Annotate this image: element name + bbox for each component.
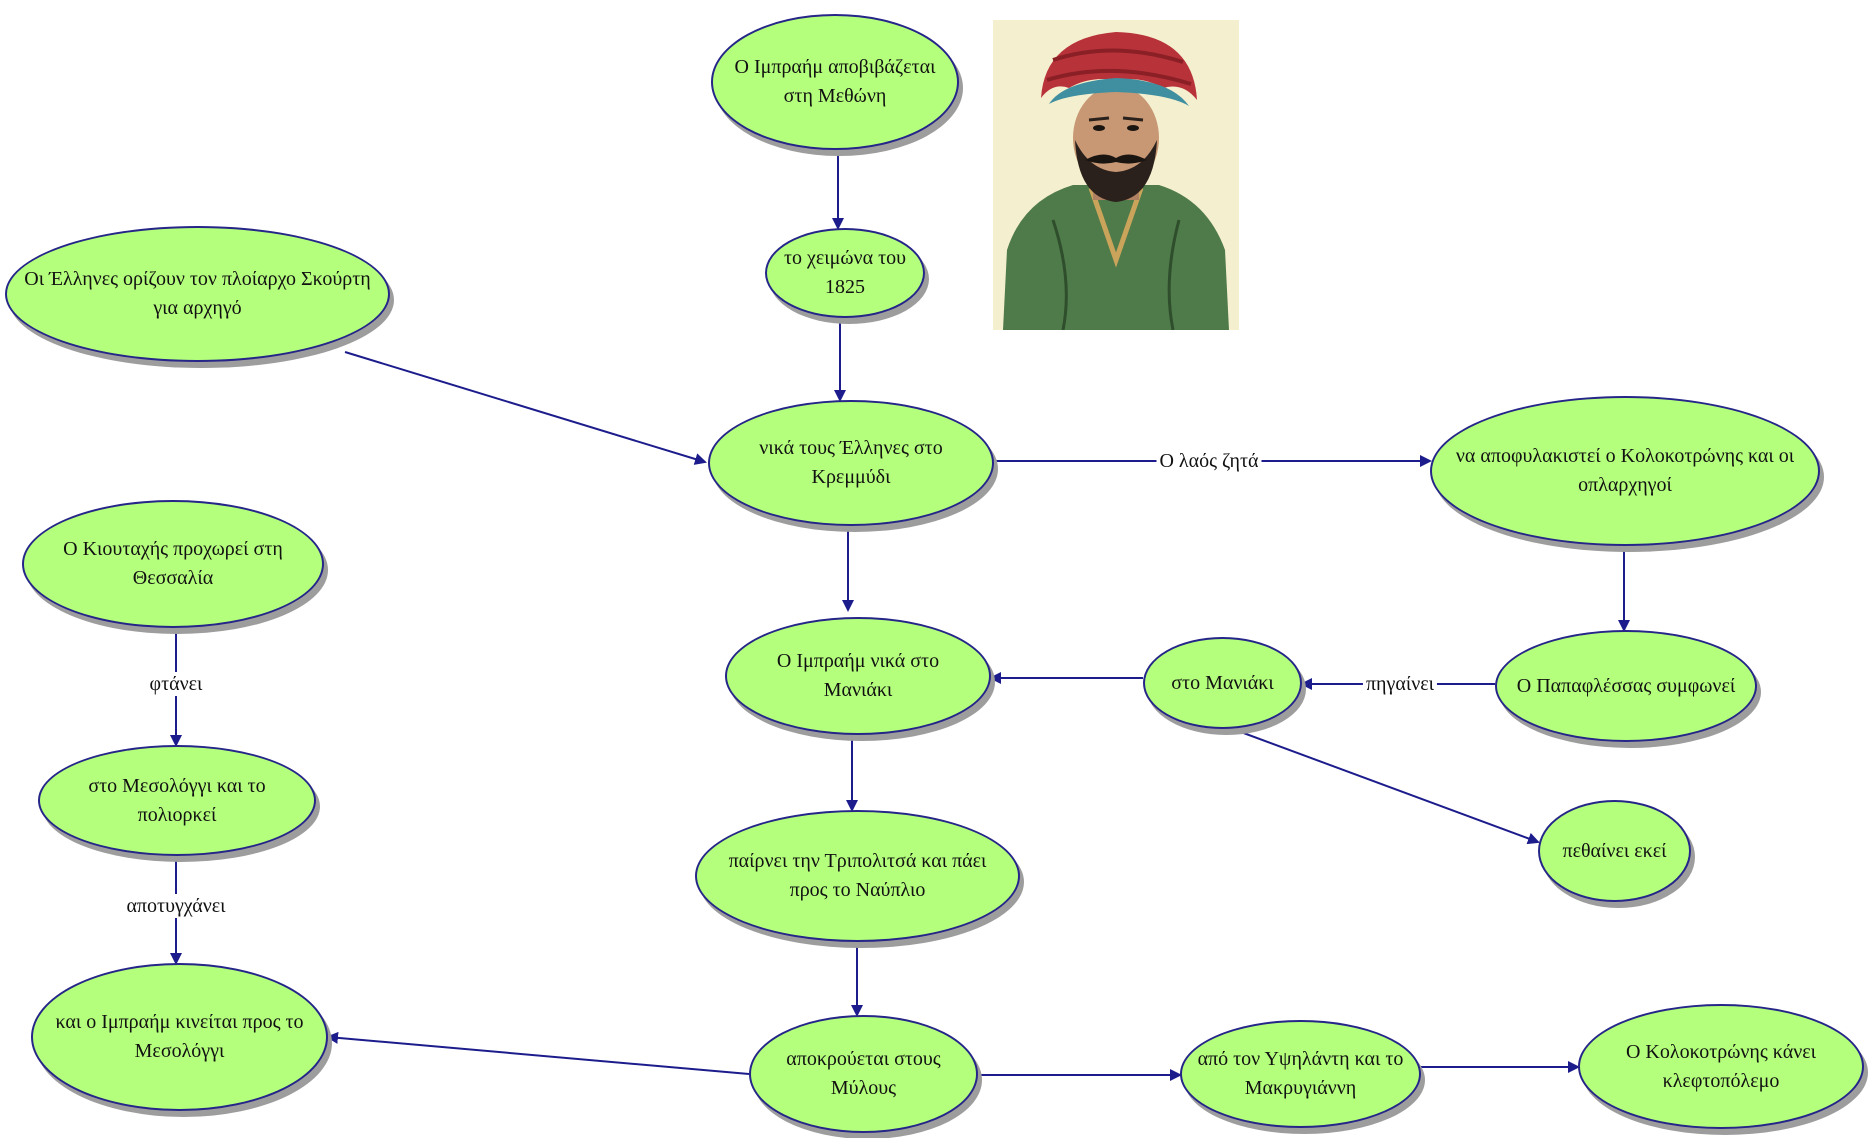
node-takes-tripolitsa[interactable]: παίρνει την Τριπολιτσά και πάει προς το … [695, 810, 1020, 942]
edge-label-arrives: φτάνει [146, 672, 206, 696]
node-repelled-at-mills[interactable]: αποκρούεται στους Μύλους [749, 1015, 978, 1133]
node-label: Ο Ιμπραήμ νικά στο Μανιάκι [776, 650, 940, 701]
node-label: Οι Έλληνες ορίζουν τον πλοίαρχο Σκούρτη … [24, 268, 371, 319]
node-label: στο Μανιάκι [1171, 671, 1274, 694]
node-label: Ο Κιουταχής προχωρεί στη Θεσσαλία [63, 538, 283, 589]
edge-label-people-ask: Ο λαός ζητά [1156, 449, 1262, 473]
ibrahim-portrait-icon [993, 20, 1239, 330]
node-winter-1825[interactable]: το χειμώνα του 1825 [765, 228, 925, 318]
node-at-maniaki[interactable]: στο Μανιάκι [1143, 637, 1302, 729]
node-label: πεθαίνει εκεί [1562, 839, 1667, 862]
node-ypsilantis-makrygiannis[interactable]: από τον Υψηλάντη και το Μακρυγιάννη [1180, 1020, 1421, 1128]
portrait-image [993, 20, 1239, 330]
node-ibrahim-to-mesolongi[interactable]: και ο Ιμπραήμ κινείται προς το Μεσολόγγι [31, 963, 328, 1111]
node-label: νικά τους Έλληνες στο Κρεμμύδι [759, 437, 943, 488]
node-ibrahim-wins-maniaki[interactable]: Ο Ιμπραήμ νικά στο Μανιάκι [725, 617, 991, 735]
edge-sto-maniaki-to-dies [1229, 727, 1540, 845]
node-wins-at-kremmydi[interactable]: νικά τους Έλληνες στο Κρεμμύδι [708, 400, 994, 526]
node-ibrahim-lands-methoni[interactable]: Ο Ιμπραήμ αποβιβάζεται στη Μεθώνη [711, 14, 959, 150]
node-label: Ο Ιμπραήμ αποβιβάζεται στη Μεθώνη [734, 56, 936, 107]
edge-label-goes: πηγαίνει [1362, 672, 1438, 696]
edge-skourtis-to-kremmydi [344, 351, 707, 465]
node-dies-there[interactable]: πεθαίνει εκεί [1538, 800, 1691, 902]
node-release-kolokotronis[interactable]: να αποφυλακιστεί ο Κολοκοτρώνης και οι ο… [1430, 396, 1820, 546]
node-label: Ο Παπαφλέσσας συμφωνεί [1516, 674, 1736, 697]
node-kiutahis-thessaly[interactable]: Ο Κιουταχής προχωρεί στη Θεσσαλία [22, 500, 324, 628]
node-papaflessas-agrees[interactable]: Ο Παπαφλέσσας συμφωνεί [1495, 630, 1757, 742]
node-kolokotronis-guerrilla[interactable]: Ο Κολοκοτρώνης κάνει κλεφτοπόλεμο [1578, 1004, 1864, 1129]
node-label: Ο Κολοκοτρώνης κάνει κλεφτοπόλεμο [1625, 1040, 1817, 1092]
node-label: το χειμώνα του 1825 [783, 247, 907, 298]
node-label: και ο Ιμπραήμ κινείται προς το Μεσολόγγι [55, 1011, 304, 1062]
node-label: από τον Υψηλάντη και το Μακρυγιάννη [1197, 1048, 1404, 1099]
edge-label-fails: αποτυγχάνει [123, 894, 229, 918]
node-mesolongi-siege[interactable]: στο Μεσολόγγι και το πολιορκεί [38, 745, 316, 856]
node-greeks-appoint-skourtis[interactable]: Οι Έλληνες ορίζουν τον πλοίαρχο Σκούρτη … [5, 226, 390, 362]
node-label: παίρνει την Τριπολιτσά και πάει προς το … [728, 850, 987, 901]
node-label: αποκρούεται στους Μύλους [786, 1048, 941, 1099]
node-label: να αποφυλακιστεί ο Κολοκοτρώνης και οι ο… [1455, 445, 1795, 496]
node-label: στο Μεσολόγγι και το πολιορκεί [88, 774, 266, 826]
edge-mills-to-ibrahim-mesolongi [326, 1031, 750, 1075]
